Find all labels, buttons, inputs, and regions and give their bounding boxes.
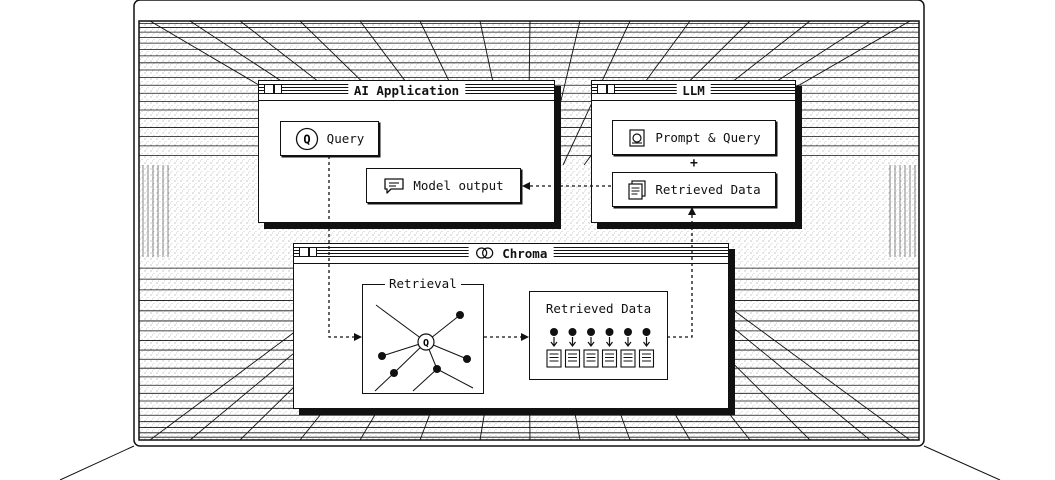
result-dot: [568, 328, 577, 336]
result-document-icon: [638, 349, 655, 368]
query-hub-icon: [417, 333, 435, 351]
graph-node: [463, 355, 471, 363]
window-zoom-box[interactable]: [274, 84, 282, 94]
window-zoom-box[interactable]: [607, 84, 615, 94]
query-node[interactable]: Q Query: [280, 121, 379, 156]
ai-application-window: AI Application Q Query Model output: [258, 80, 555, 223]
result-document-icon: [583, 349, 599, 368]
result-dot: [624, 328, 632, 336]
result-arrow: [624, 337, 632, 347]
chroma-logo-icon: [476, 247, 494, 259]
result-item: [638, 328, 655, 368]
graph-node: [378, 352, 386, 360]
query-hub-letter: Q: [423, 338, 429, 349]
llm-retrieved-data-label: Retrieved Data: [655, 182, 761, 197]
chroma-window: Chroma Retrieval: [293, 243, 729, 409]
model-output-node[interactable]: Model output: [366, 168, 521, 203]
llm-window: LLM Prompt & Query + Retrieved Data: [591, 80, 796, 223]
llm-titlebar[interactable]: LLM: [592, 81, 795, 101]
result-arrow: [569, 337, 576, 347]
plus-sign: +: [690, 156, 698, 171]
graph-node: [433, 365, 441, 373]
desk-left-line: [59, 445, 135, 480]
retrieval-label: Retrieval: [385, 276, 461, 291]
prompt-query-label: Prompt & Query: [655, 130, 761, 145]
query-icon: Q: [295, 127, 318, 150]
retrieved-results: [546, 328, 655, 368]
result-document-icon: [620, 349, 636, 368]
result-arrow: [550, 337, 558, 347]
ai-application-title: AI Application: [347, 81, 466, 100]
result-item: [564, 328, 581, 368]
llm-title: LLM: [676, 81, 711, 100]
window-zoom-box[interactable]: [309, 247, 317, 257]
result-item: [620, 328, 636, 368]
graph-node: [456, 311, 464, 319]
chroma-retrieved-data-panel: Retrieved Data: [529, 291, 668, 380]
result-dot: [642, 328, 651, 336]
chroma-retrieved-data-label: Retrieved Data: [545, 301, 652, 316]
result-document-icon: [564, 349, 581, 368]
query-label: Query: [326, 131, 365, 146]
result-document-icon: [546, 349, 562, 368]
ai-application-titlebar[interactable]: AI Application: [259, 81, 554, 101]
result-item: [546, 328, 562, 368]
llm-retrieved-data-node[interactable]: Retrieved Data: [612, 172, 776, 207]
chat-bubble-icon: [384, 177, 404, 194]
chroma-title-group: Chroma: [468, 244, 554, 263]
result-dot: [550, 328, 558, 336]
graph-node: [390, 369, 398, 377]
document-stack-icon: [628, 179, 646, 200]
retrieval-graph: Q: [374, 304, 474, 392]
window-close-box[interactable]: [264, 84, 274, 94]
window-close-box[interactable]: [597, 84, 607, 94]
desk-right-line: [923, 445, 1001, 480]
model-output-label: Model output: [413, 178, 504, 193]
result-arrow: [606, 337, 613, 347]
prompt-query-node[interactable]: Prompt & Query: [612, 120, 776, 155]
chroma-titlebar[interactable]: Chroma: [294, 244, 728, 264]
chroma-title: Chroma: [502, 246, 548, 261]
prompt-document-icon: [629, 128, 645, 147]
result-dot: [587, 328, 595, 336]
result-arrow: [587, 337, 595, 347]
result-dot: [605, 328, 614, 336]
query-icon-letter: Q: [303, 132, 310, 146]
result-document-icon: [601, 349, 618, 368]
window-close-box[interactable]: [299, 247, 309, 257]
result-arrow: [643, 337, 650, 347]
result-item: [583, 328, 599, 368]
result-item: [601, 328, 618, 368]
retrieval-panel: Retrieval Q: [362, 276, 484, 394]
